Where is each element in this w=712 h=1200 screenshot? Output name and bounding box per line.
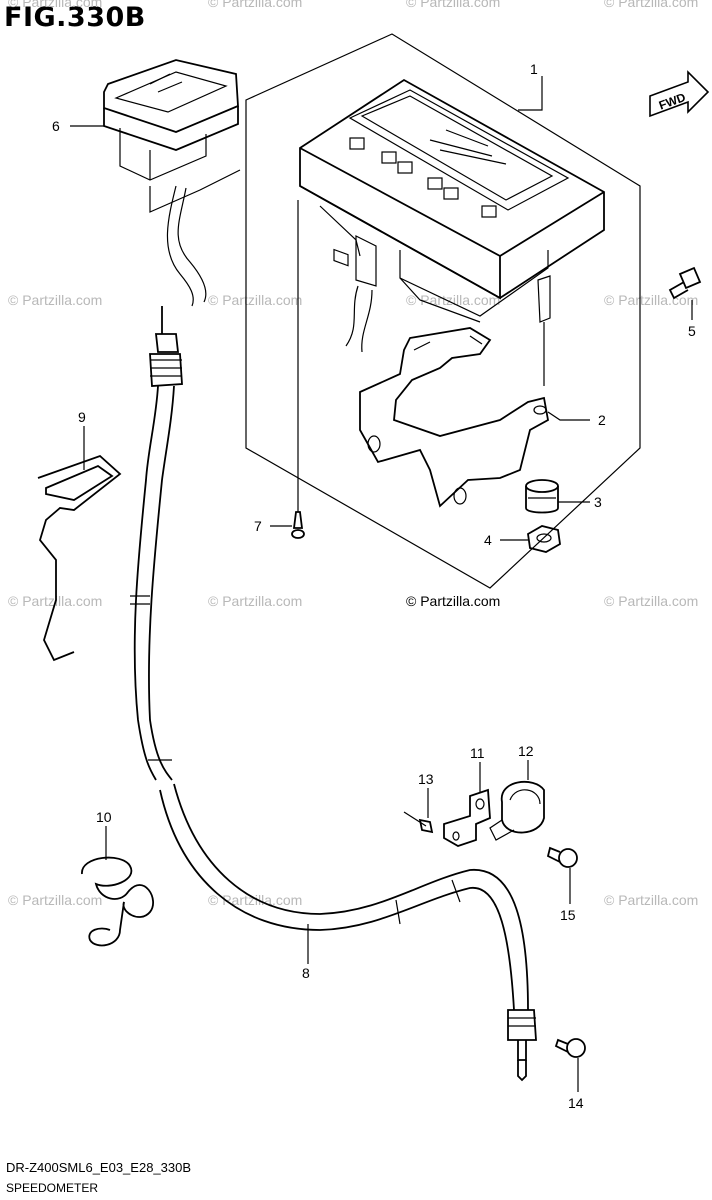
callout-15: 15 [560,907,576,923]
callout-labels: 1 2 3 4 5 6 7 8 9 10 11 12 13 14 15 [52,61,696,1111]
callout-12: 12 [518,743,534,759]
callout-11: 11 [470,745,485,761]
speedometer-cable [130,306,537,1082]
meter-cover [103,59,241,307]
screw-7 [291,200,305,539]
bracket-11 [443,788,491,847]
watermark: © Partzilla.com [8,892,102,908]
watermark: © Partzilla.com [604,292,698,308]
callout-4: 4 [484,532,492,548]
grommet [525,479,559,514]
figure-title: FIG.330B [4,2,146,33]
watermark: © Partzilla.com [208,292,302,308]
rivet-13 [403,811,434,834]
watermark: © Partzilla.com [604,892,698,908]
clamp-12 [489,781,545,841]
watermark: © Partzilla.com [604,593,698,609]
callout-7: 7 [254,518,262,534]
callout-10: 10 [96,809,112,825]
callout-6: 6 [52,118,60,134]
wire-clamp-10 [81,856,154,947]
nut [527,525,561,553]
wire-clamp-9 [37,454,122,662]
watermark: © Partzilla.com [8,0,102,10]
watermark: © Partzilla.com [8,292,102,308]
callout-1: 1 [530,61,538,77]
watermark: © Partzilla.com [208,593,302,609]
screw-15 [546,846,578,868]
callout-2: 2 [598,412,606,428]
leader-lines [70,76,693,1092]
callout-13: 13 [418,771,434,787]
partzilla-credit: © Partzilla.com [406,593,500,609]
model-code: DR-Z400SML6_E03_E28_330B [6,1160,192,1175]
callout-14: 14 [568,1095,584,1111]
callout-5: 5 [688,323,696,339]
callout-9: 9 [78,409,86,425]
callout-8: 8 [302,965,310,981]
section-name: SPEEDOMETER [6,1181,99,1195]
bolt-5 [668,266,702,300]
watermark: © Partzilla.com [406,0,500,10]
assembly-outline [245,33,641,589]
speedometer-meter [299,78,605,386]
watermark-layer: © Partzilla.com © Partzilla.com © Partzi… [8,0,698,908]
watermark: © Partzilla.com [604,0,698,10]
fwd-arrow-badge: FWD [649,70,710,118]
screw-14 [554,1038,586,1058]
watermark: © Partzilla.com [208,892,302,908]
callout-3: 3 [594,494,602,510]
watermark: © Partzilla.com [208,0,302,10]
meter-bracket [359,327,550,508]
